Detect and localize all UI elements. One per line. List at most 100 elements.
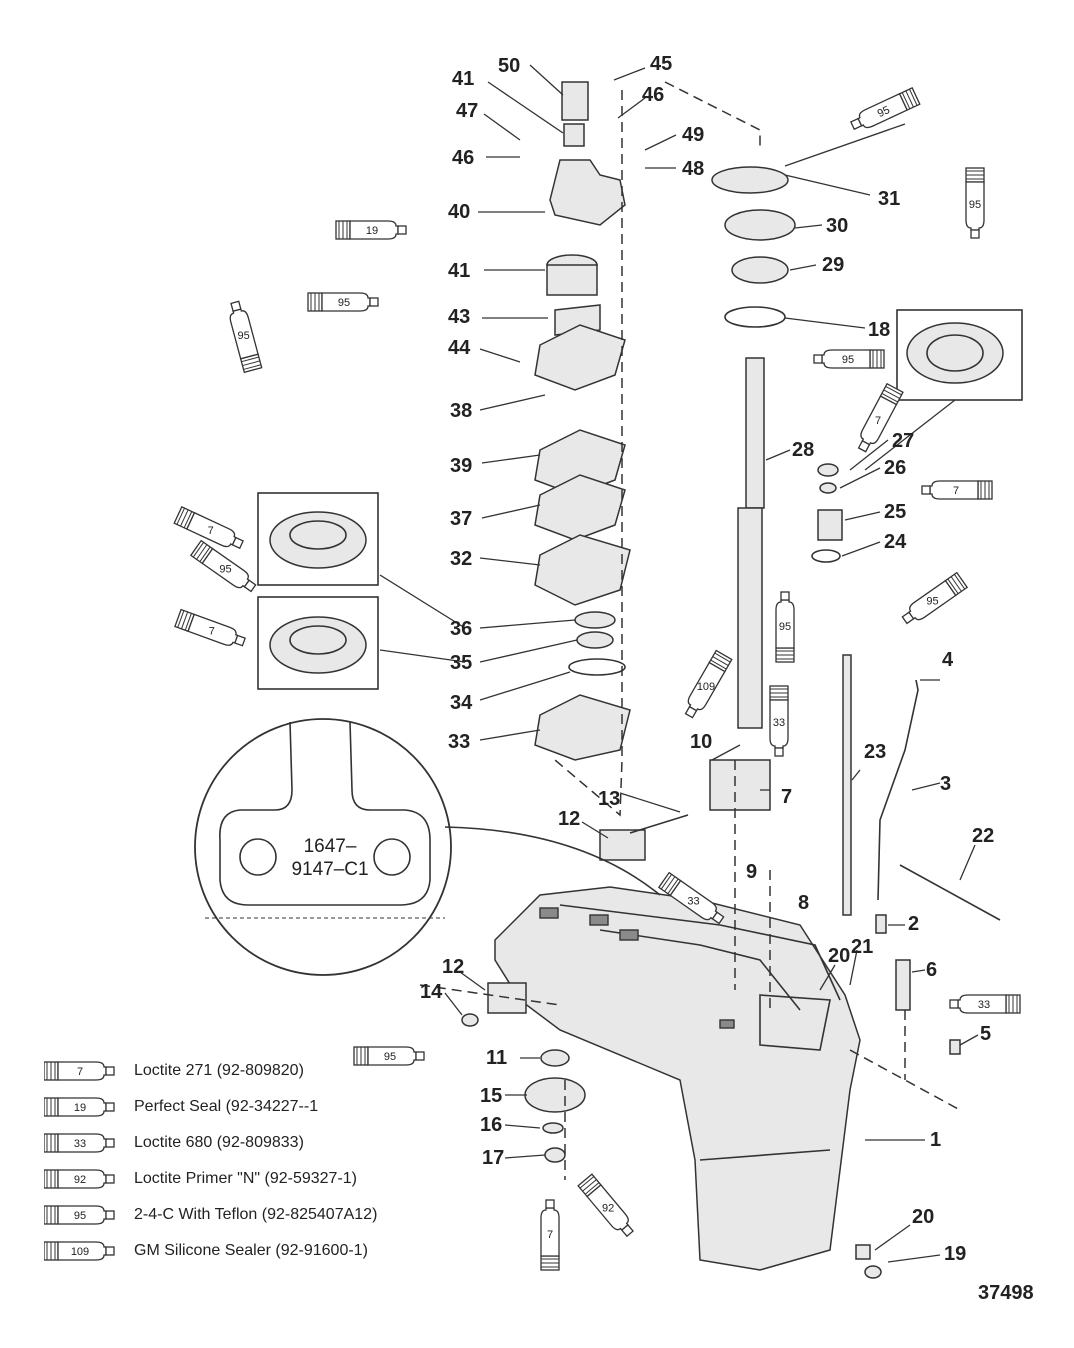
svg-text:95: 95: [779, 621, 791, 633]
callout-31: 31: [878, 188, 900, 210]
seal-35: [576, 631, 614, 649]
water-pump-assembly: [534, 81, 761, 817]
callout-44: 44: [448, 337, 471, 359]
svg-text:7: 7: [209, 625, 215, 637]
tube-7-left-a: 7: [173, 506, 246, 554]
callout-9: 9: [746, 861, 757, 883]
legend-label: Loctite 680 (92-809833): [134, 1134, 304, 1151]
stud-6: [895, 959, 911, 1011]
svg-text:7: 7: [875, 415, 881, 427]
tube-7-bearing: 7: [853, 383, 904, 455]
inset-magnified-view: 1647– 9147–C1: [194, 718, 661, 976]
callout-8: 8: [798, 892, 809, 914]
figure-number: 37498: [978, 1282, 1034, 1304]
callout-23: 23: [864, 741, 886, 763]
tube-7-left-c: 7: [174, 608, 248, 652]
nut-14: [461, 1013, 479, 1027]
svg-text:7: 7: [208, 525, 214, 537]
nut-17: [544, 1147, 566, 1163]
tube-95-top: 95: [848, 87, 921, 135]
legend-label: Perfect Seal (92-34227--1: [134, 1098, 319, 1115]
callout-43: 43: [448, 306, 470, 328]
legend-label: Loctite Primer "N" (92-59327-1): [134, 1170, 357, 1187]
svg-text:7: 7: [547, 1229, 553, 1241]
callout-28: 28: [792, 439, 814, 461]
o-ring-34: [568, 658, 626, 676]
callout-35: 35: [450, 652, 472, 674]
retainer-25: [817, 509, 843, 541]
screw-19: [855, 1244, 871, 1260]
svg-text:95: 95: [238, 330, 250, 342]
pump-cover-40: [549, 159, 626, 226]
callout-13: 13: [598, 788, 620, 810]
callout-39: 39: [450, 455, 472, 477]
callout-numbers: 50 45 41 46 47 49 46 48 31 40 30 29 41 4…: [420, 53, 994, 1265]
tube-95-bottom: 95: [353, 1046, 425, 1066]
callout-16: 16: [480, 1114, 502, 1136]
bracket-10: [709, 759, 771, 811]
tube-95-pump: 95: [307, 292, 379, 312]
tube-50: [561, 81, 589, 121]
callout-38: 38: [450, 400, 472, 422]
svg-text:95: 95: [969, 199, 981, 211]
callout-3: 3: [940, 773, 951, 795]
callout-11: 11: [486, 1047, 507, 1069]
tube-92: 92: [577, 1173, 638, 1241]
callout-18: 18: [868, 319, 890, 341]
tube-95-rod: 95: [898, 571, 968, 629]
callout-7: 7: [781, 786, 792, 808]
callout-26: 26: [884, 457, 906, 479]
washer-26: [819, 482, 837, 494]
gasket-37: [534, 474, 626, 541]
strap-22: [899, 864, 1001, 921]
svg-text:19: 19: [366, 225, 378, 237]
tube-109: 109: [680, 649, 733, 721]
callout-46-left: 46: [452, 147, 474, 169]
svg-text:95: 95: [338, 297, 350, 309]
callout-6: 6: [926, 959, 937, 981]
seal-31: [711, 166, 789, 194]
pump-base-32: [534, 534, 631, 606]
callout-40: 40: [448, 201, 470, 223]
legend-code: 7: [77, 1066, 83, 1078]
o-ring-24: [811, 549, 841, 563]
callout-14: 14: [420, 981, 443, 1003]
callout-22: 22: [972, 825, 994, 847]
screw-5: [949, 1039, 961, 1055]
leader-lines: [379, 64, 979, 1263]
svg-text:92: 92: [602, 1203, 614, 1215]
callout-34: 34: [450, 692, 473, 714]
callout-17: 17: [482, 1147, 504, 1169]
callout-12-bottom: 12: [442, 956, 464, 978]
bearing-29: [731, 256, 789, 284]
driveshaft-assembly: [461, 166, 1001, 1279]
callout-21: 21: [851, 936, 873, 958]
fitting-2: [875, 914, 887, 934]
callout-41-insert: 41: [448, 260, 470, 282]
svg-text:33: 33: [773, 717, 785, 729]
callout-24: 24: [884, 531, 907, 553]
legend-code: 95: [74, 1210, 86, 1222]
legend-label: GM Silicone Sealer (92-91600-1): [134, 1242, 368, 1259]
tube-33-housing: 33: [658, 871, 728, 929]
sealant-tube-icon: 33: [44, 1133, 115, 1153]
gear-housing: [494, 886, 861, 1271]
tube-95-shaft: 95: [813, 349, 885, 369]
sealant-tube-icon: 92: [44, 1169, 115, 1189]
legend-code: 109: [71, 1246, 89, 1258]
callout-30: 30: [826, 215, 848, 237]
legend-row: 109 GM Silicone Sealer (92-91600-1): [44, 1238, 464, 1266]
svg-text:33: 33: [978, 999, 990, 1011]
callout-37: 37: [450, 508, 472, 530]
gasket-33: [534, 694, 631, 761]
svg-text:109: 109: [697, 681, 715, 693]
callout-45: 45: [650, 53, 672, 75]
callout-19: 19: [944, 1243, 966, 1265]
callout-33: 33: [448, 731, 470, 753]
washer-16: [542, 1122, 564, 1134]
tube-95-mid: 95: [775, 591, 795, 663]
shim-18: [724, 306, 786, 328]
